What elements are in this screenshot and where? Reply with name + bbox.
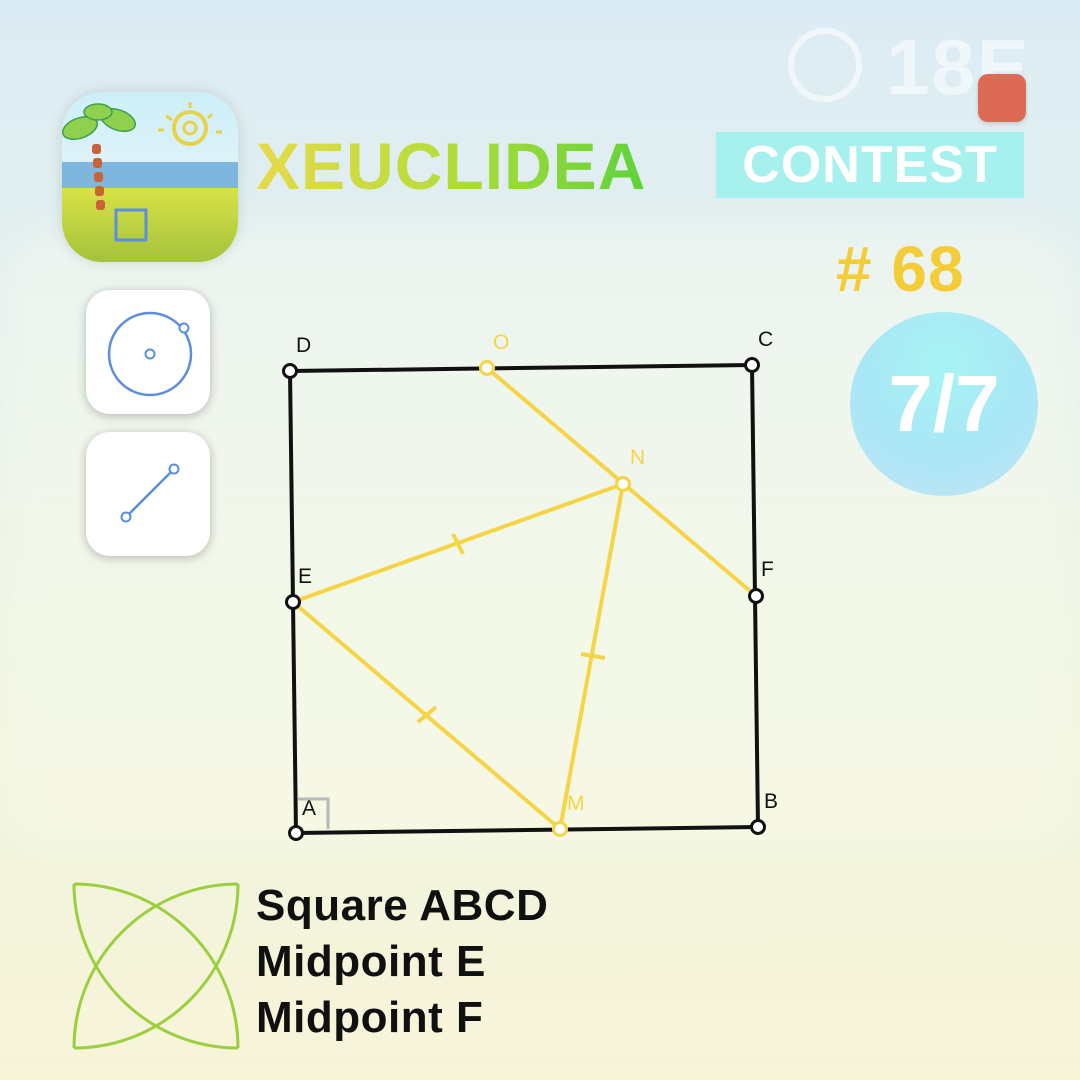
label-F: F: [761, 558, 774, 581]
label-B: B: [764, 790, 778, 813]
contest-label: CONTEST: [716, 132, 1024, 198]
label-N: N: [630, 446, 645, 469]
point-F[interactable]: [748, 588, 764, 604]
problem-line: Midpoint E: [256, 937, 486, 986]
point-O[interactable]: [479, 360, 495, 376]
decorative-circle-icon: [788, 28, 862, 102]
record-indicator-icon: [978, 74, 1026, 122]
label-M: M: [567, 792, 585, 815]
label-A: A: [302, 797, 316, 820]
puzzle-number: # 68: [836, 233, 965, 305]
euclidea-logo-icon: [72, 882, 240, 1050]
line-tool-button[interactable]: [86, 432, 210, 556]
label-O: O: [493, 331, 509, 354]
circle-tool-button[interactable]: [86, 290, 210, 414]
problem-line: Square ABCD: [256, 881, 549, 930]
brand-title: XEUCLIDEA: [256, 129, 647, 203]
circle-icon: [107, 311, 193, 397]
tick-mark-EM: [416, 705, 438, 724]
label-C: C: [758, 328, 773, 351]
point-B[interactable]: [750, 819, 766, 835]
right-angle-marker: [298, 797, 330, 829]
problem-line: Midpoint F: [256, 993, 484, 1042]
progress-badge: 7/7: [850, 312, 1038, 496]
label-E: E: [298, 565, 312, 588]
side-BA[interactable]: [295, 825, 759, 835]
progress-text: 7/7: [888, 359, 1000, 448]
label-D: D: [296, 334, 311, 357]
point-C[interactable]: [744, 357, 760, 373]
tick-mark-NM: [580, 652, 606, 660]
app-icon: [62, 92, 238, 262]
point-D[interactable]: [282, 363, 298, 379]
line-segment-icon: [120, 463, 180, 523]
point-E[interactable]: [285, 594, 301, 610]
problem-statement: Square ABCD Midpoint E Midpoint F: [256, 878, 548, 1046]
point-A[interactable]: [288, 825, 304, 841]
tick-mark-EN: [451, 533, 465, 555]
point-N[interactable]: [615, 476, 631, 492]
point-M[interactable]: [552, 821, 568, 837]
side-DC[interactable]: [289, 363, 753, 373]
